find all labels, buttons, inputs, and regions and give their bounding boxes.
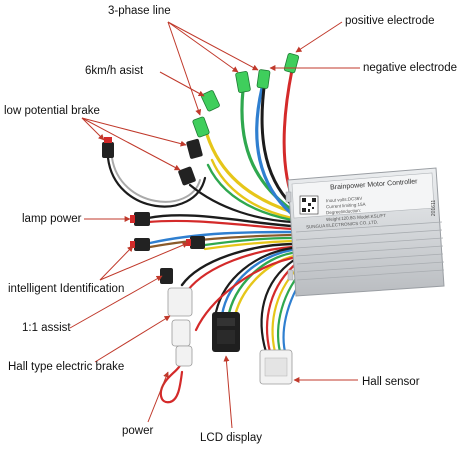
hall-sensor-connector: [259, 349, 293, 385]
arrow-lcd: [223, 355, 233, 429]
lcd-connector: [212, 312, 240, 352]
qr-code-icon: [299, 195, 319, 215]
arrow-low-brake-1: [81, 117, 105, 141]
arrow-3phase-1: [167, 21, 202, 116]
arrow-6kmh: [159, 71, 205, 97]
assist-1-1-connector: [186, 236, 205, 249]
pointer-arrows: [69, 21, 360, 429]
arrow-low-brake-3: [81, 117, 181, 171]
label-3-phase-line: 3-phase line: [108, 5, 171, 17]
arrow-1-1-assist: [69, 275, 163, 329]
lcd-wire-blue: [220, 248, 294, 317]
label-intelligent-identification: intelligent Identification: [8, 283, 125, 295]
arrow-low-brake-2: [81, 117, 187, 147]
wire-bundle: [106, 68, 312, 404]
arrow-3phase-3: [167, 21, 259, 71]
lamp-power-connector: [130, 212, 150, 226]
low-brake-connector-left: [102, 137, 114, 158]
label-lamp-power: lamp power: [22, 213, 82, 225]
label-6kmh-assist: 6km/h asist: [85, 65, 144, 77]
assist-1-1-wire: [203, 236, 294, 247]
hall-brake-wire-2: [186, 245, 294, 292]
phase-wire-yellow: [203, 126, 294, 214]
low-brake-wire: [188, 183, 294, 224]
label-lcd-display: LCD display: [200, 432, 262, 444]
phase-connector-blue: [256, 69, 271, 89]
label-negative-electrode: negative electrode: [363, 62, 457, 74]
power-wire: [194, 256, 294, 332]
power-connector: [175, 345, 193, 367]
phase-connector-green: [235, 71, 251, 93]
intelligent-id-wire: [148, 230, 294, 245]
controller-id: 201611: [431, 199, 438, 217]
low-brake-connector-mid: [178, 166, 196, 186]
label-power: power: [122, 425, 154, 437]
label-positive-electrode: positive electrode: [345, 15, 435, 27]
negative-wire: [260, 78, 294, 207]
label-hall-type-electric-brake: Hall type electric brake: [8, 361, 125, 373]
assist-1-1-wire-2: [203, 239, 294, 251]
label-low-potential-brake: low potential brake: [4, 105, 100, 117]
arrow-intelligent-id-1: [99, 245, 134, 281]
assist-6kmh-connector: [201, 90, 220, 112]
assist-6kmh-wire: [210, 158, 294, 220]
positive-connector: [283, 53, 300, 74]
assist-6kmh-wire-2: [206, 163, 294, 222]
phase-connector-yellow: [192, 116, 210, 138]
low-brake-loop-2: [111, 157, 201, 203]
hall-sensor-wire-red: [266, 260, 300, 354]
arrow-3phase-2: [167, 21, 239, 73]
connectors: [102, 53, 300, 385]
hall-brake-wire: [180, 242, 294, 287]
power-loop: [159, 358, 184, 404]
phase-wire-blue: [255, 86, 294, 216]
arrow-positive: [295, 21, 343, 53]
low-brake-connector-right: [186, 138, 203, 159]
intelligent-id-wire-2: [148, 233, 294, 249]
intelligent-id-connector: [130, 238, 150, 251]
hall-sensor-wire-black: [260, 258, 296, 354]
label-hall-sensor: Hall sensor: [362, 376, 420, 388]
arrow-intelligent-id-2: [99, 242, 189, 281]
lamp-wire-2: [146, 219, 294, 231]
lamp-wire: [146, 214, 294, 228]
label-1-1-assist: 1:1 assist: [22, 322, 71, 334]
lcd-wire-black: [214, 246, 294, 314]
arrow-hall-brake: [94, 315, 171, 363]
arrow-power: [147, 371, 169, 423]
motor-controller: [285, 167, 445, 297]
